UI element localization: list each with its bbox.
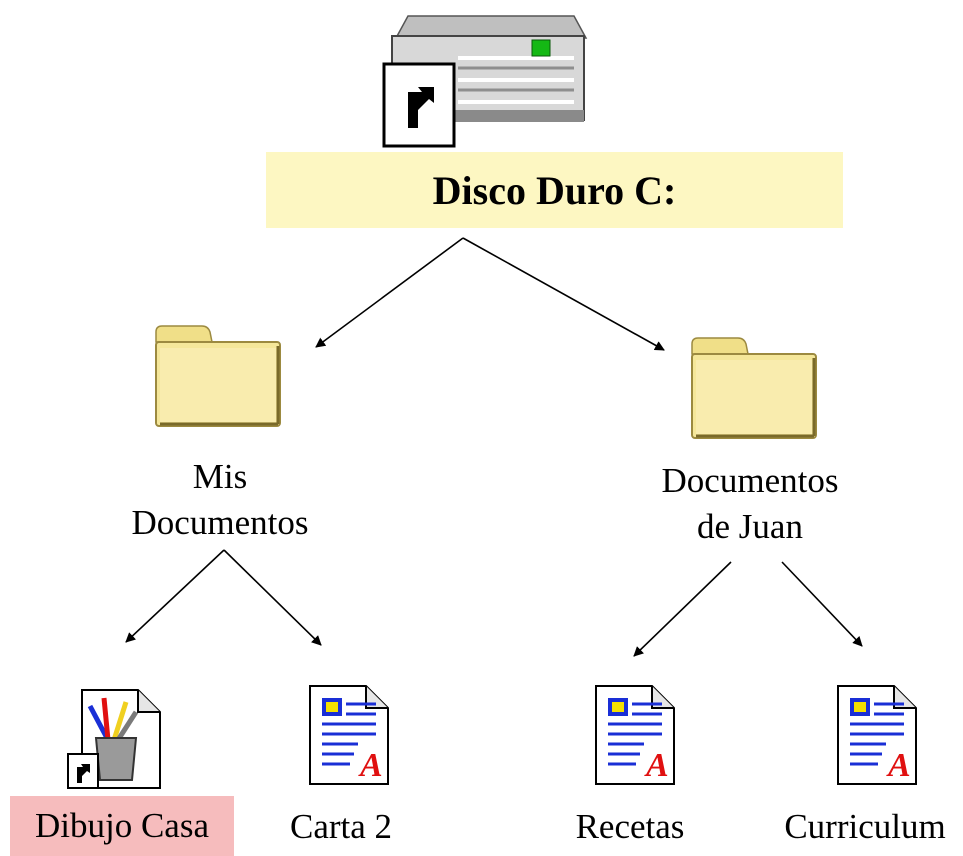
file-curriculum[interactable]: A bbox=[826, 684, 922, 788]
hard-drive-node[interactable] bbox=[378, 10, 588, 150]
file-carta-2[interactable]: A bbox=[298, 684, 394, 788]
folder-mis-documentos[interactable] bbox=[150, 322, 286, 432]
arrow-mis-documentos-to-carta-2 bbox=[223, 549, 322, 646]
arrow-documentos-de-juan-to-curriculum bbox=[781, 561, 863, 647]
file-curriculum-label: Curriculum bbox=[784, 807, 946, 846]
file-carta-2-label: Carta 2 bbox=[289, 807, 393, 846]
arrow-documentos-de-juan-to-recetas bbox=[633, 561, 732, 657]
wordpad-document-icon: A bbox=[837, 685, 917, 785]
paint-document-shortcut-icon bbox=[67, 689, 161, 789]
folder-icon bbox=[155, 325, 281, 427]
hard-drive-label: Disco Duro C: bbox=[266, 152, 843, 228]
hard-drive-shortcut-icon bbox=[382, 15, 588, 148]
folder-documentos-de-juan[interactable] bbox=[686, 334, 822, 444]
folder-mis-documentos-label: Mis Documentos bbox=[100, 454, 340, 546]
arrow-root-to-mis-documentos bbox=[315, 237, 464, 348]
svg-text:A: A bbox=[644, 747, 669, 784]
folder-label-line1: Mis bbox=[192, 457, 248, 496]
arrow-mis-documentos-to-dibujo-casa bbox=[125, 549, 225, 643]
wordpad-document-icon: A bbox=[595, 685, 675, 785]
wordpad-document-icon: A bbox=[309, 685, 389, 785]
file-recetas-label: Recetas bbox=[575, 807, 685, 846]
svg-text:A: A bbox=[358, 747, 383, 784]
svg-text:A: A bbox=[886, 747, 911, 784]
arrow-root-to-documentos-de-juan bbox=[462, 237, 665, 351]
folder-label-line1: Documentos bbox=[661, 461, 839, 500]
file-dibujo-casa-label: Dibujo Casa bbox=[10, 796, 234, 856]
file-dibujo-casa[interactable] bbox=[66, 688, 166, 792]
folder-label-line2: Documentos bbox=[131, 503, 309, 542]
folder-documentos-de-juan-label: Documentos de Juan bbox=[630, 458, 870, 550]
folder-icon bbox=[691, 337, 817, 439]
file-recetas[interactable]: A bbox=[584, 684, 680, 788]
folder-label-line2: de Juan bbox=[697, 507, 803, 546]
